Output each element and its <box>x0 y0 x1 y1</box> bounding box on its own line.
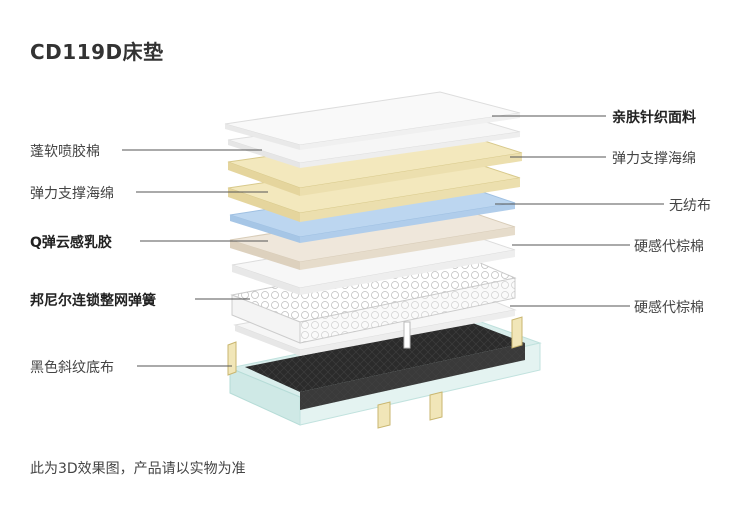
label-spray-cotton: 蓬软喷胶棉 <box>30 144 100 160</box>
label-bonnell-spring: 邦尼尔连锁整网弹簧 <box>30 293 156 309</box>
top-fabric-layer <box>224 91 521 150</box>
label-latex: Q弹云感乳胶 <box>30 235 112 251</box>
label-base-fabric: 黑色斜纹底布 <box>30 360 114 376</box>
label-knit-fabric: 亲肤针织面料 <box>612 110 696 126</box>
left-leader-lines <box>122 149 268 367</box>
base-layer <box>227 316 542 429</box>
right-leader-lines <box>492 115 664 307</box>
disclaimer-note: 此为3D效果图，产品请以实物为准 <box>30 461 246 477</box>
label-palm-upper: 硬感代棕棉 <box>634 239 704 255</box>
label-nonwoven: 无纺布 <box>669 198 711 214</box>
label-support-sponge-right: 弹力支撑海绵 <box>612 151 696 167</box>
page-title: CD119D床垫 <box>30 40 164 64</box>
label-support-sponge-left: 弹力支撑海绵 <box>30 186 114 202</box>
label-palm-lower: 硬感代棕棉 <box>634 300 704 316</box>
